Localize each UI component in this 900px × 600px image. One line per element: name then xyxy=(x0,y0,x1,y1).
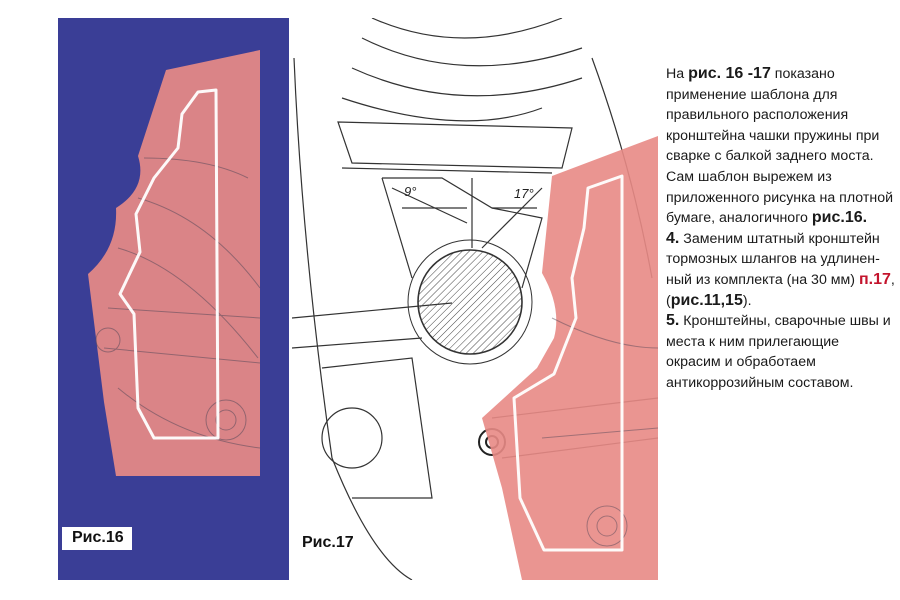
figure-reference: рис.11,15 xyxy=(670,291,743,309)
figure-17-drawing: 9° 17° xyxy=(292,18,658,580)
text-fragment: На xyxy=(666,66,689,82)
text-fragment: , ( xyxy=(666,271,895,309)
paragraph-3: 5. Кронштейны, сва­рочные швы и места к … xyxy=(666,311,896,393)
paragraph-2: 4. Заменим штатный кронштейн тормозных ш… xyxy=(666,229,896,311)
figure-17: 9° 17° xyxy=(292,18,658,580)
figure-reference: рис.16. xyxy=(811,209,868,227)
figure-16-drawing xyxy=(88,50,261,476)
figure-16-caption: Рис.16 xyxy=(62,527,132,550)
figure-17-caption: Рис.17 xyxy=(302,534,354,551)
item-reference: п.17 xyxy=(858,270,891,288)
angle-label-right: 17° xyxy=(514,186,534,201)
article-text: На рис. 16 -17 по­казано применение шабл… xyxy=(666,64,896,394)
figure-reference: рис. 16 -17 xyxy=(688,65,771,82)
text-fragment: ). xyxy=(742,292,752,309)
figure-16 xyxy=(58,18,289,580)
paragraph-1: На рис. 16 -17 по­казано применение шабл… xyxy=(666,64,896,229)
text-fragment: Заменим штатный кронштейн тормозных шлан… xyxy=(666,230,880,288)
item-number: 4. xyxy=(666,229,680,247)
item-number: 5. xyxy=(666,312,680,330)
text-fragment: Кронштейны, сва­рочные швы и места к ним… xyxy=(666,313,891,391)
angle-label-left: 9° xyxy=(404,184,416,199)
text-fragment: по­казано применение шаблона для правиль… xyxy=(666,66,894,227)
